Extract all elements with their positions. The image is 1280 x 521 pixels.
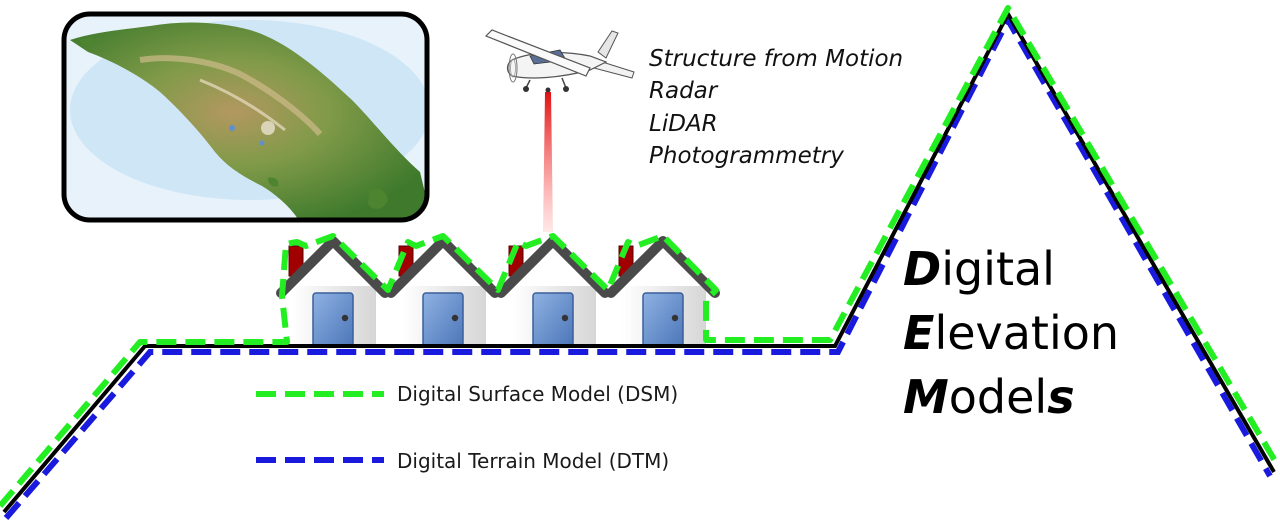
legend-dtm-label: Digital Terrain Model (DTM) bbox=[397, 449, 669, 473]
house-icon bbox=[386, 236, 500, 347]
map-icon bbox=[70, 20, 427, 220]
laser-beam bbox=[543, 92, 553, 232]
terrain-line bbox=[2, 9, 1276, 514]
method-item: Radar bbox=[649, 78, 719, 104]
title-line-1: Digital bbox=[903, 242, 1055, 296]
method-item: Photogrammetry bbox=[649, 143, 844, 169]
houses bbox=[276, 236, 720, 347]
method-item: Structure from Motion bbox=[649, 46, 903, 72]
title-line-3: Models bbox=[903, 370, 1075, 424]
house-icon bbox=[496, 236, 610, 347]
dtm-line bbox=[3, 13, 1273, 520]
diagram-title: Digital Elevation Models bbox=[903, 242, 1119, 424]
map-inset bbox=[61, 11, 430, 223]
legend-dsm-label: Digital Surface Model (DSM) bbox=[397, 382, 678, 406]
method-item: LiDAR bbox=[649, 111, 718, 137]
acquisition-methods: Structure from Motion Radar LiDAR Photog… bbox=[649, 46, 903, 169]
airplane-icon bbox=[484, 29, 635, 93]
house-icon bbox=[606, 236, 720, 347]
legend: Digital Surface Model (DSM) Digital Terr… bbox=[256, 382, 678, 473]
title-line-2: Elevation bbox=[903, 306, 1119, 360]
house-icon bbox=[276, 236, 390, 347]
